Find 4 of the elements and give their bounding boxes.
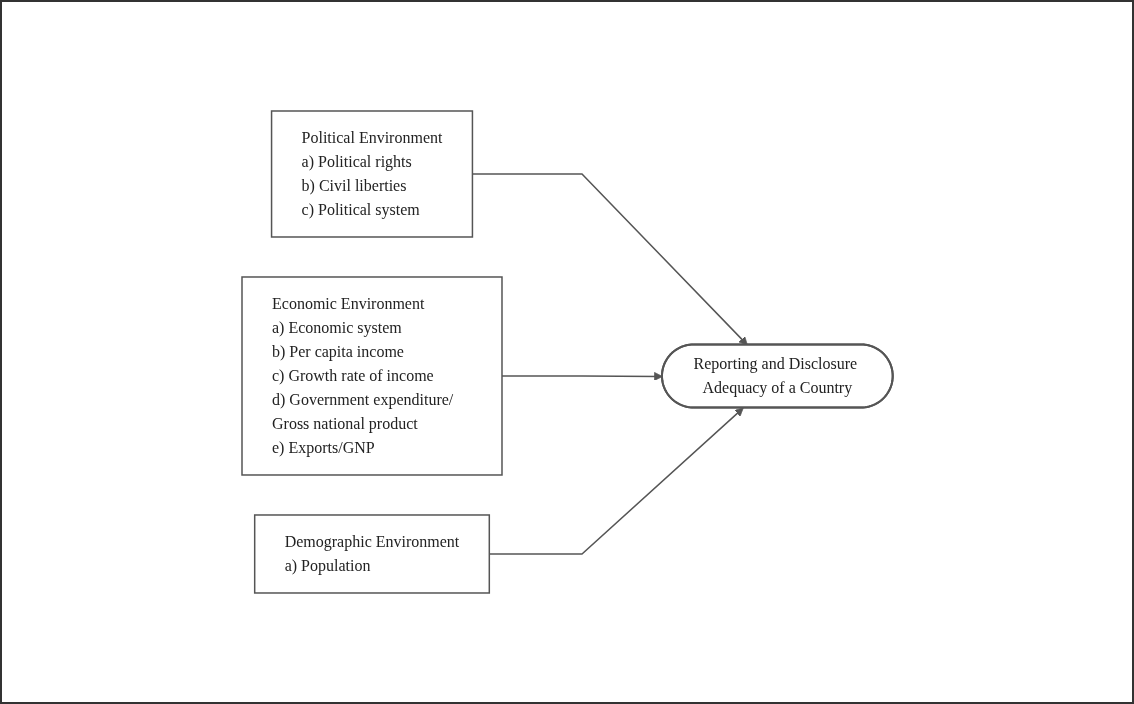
node-box: Political Environment a) Political rights b) Civil liberties c) Political system xyxy=(270,110,473,238)
arrow xyxy=(488,407,744,555)
node-box: Economic Environment a) Economic system b) Per capita income c) Growth rate of income d) Government expenditure/ Gross national product e) Exports/GNP xyxy=(240,276,503,476)
node-box: Demographic Environment a) Population xyxy=(253,514,490,594)
